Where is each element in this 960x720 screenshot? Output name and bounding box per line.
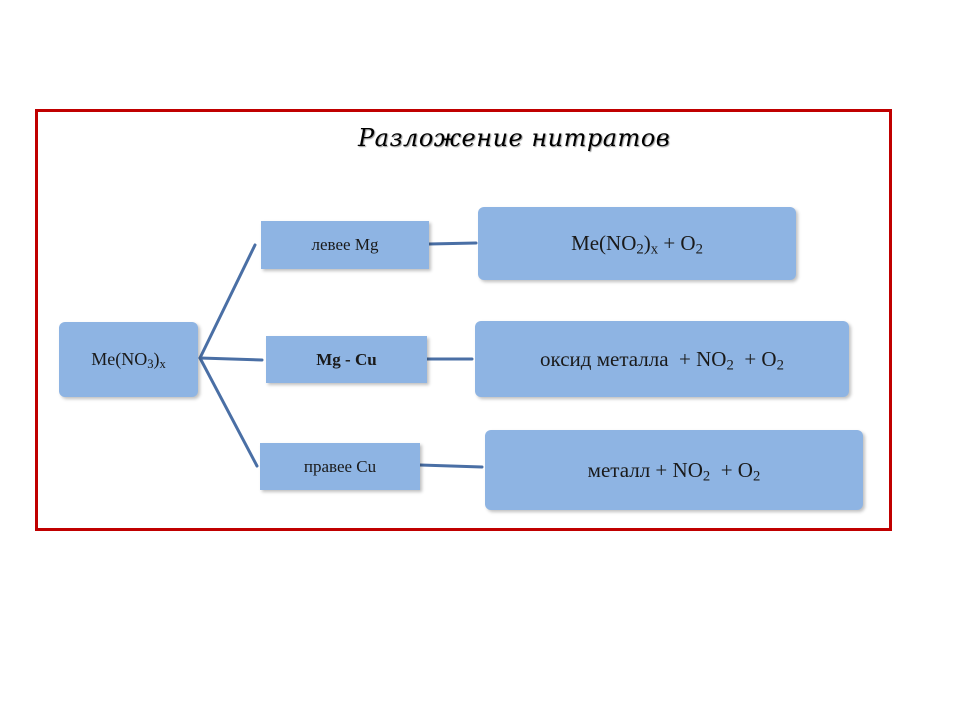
condition-box-mg-cu: Mg - Cu bbox=[266, 336, 427, 383]
result-box-right-of-cu: металл + NO2 + O2 bbox=[485, 430, 863, 510]
condition-label: левее Mg bbox=[311, 235, 379, 254]
connector-root-to-mg-cu bbox=[198, 356, 264, 362]
connector-root-to-left-of-mg bbox=[198, 243, 257, 360]
result-formula: оксид металла + NO2 + O2 bbox=[540, 346, 784, 374]
condition-box-left-of-mg: левее Mg bbox=[261, 221, 429, 269]
condition-label: правее Cu bbox=[303, 456, 377, 476]
condition-label: Mg - Cu bbox=[316, 349, 377, 369]
result-formula: металл + NO2 + O2 bbox=[587, 457, 761, 485]
result-formula: Me(NO2)x + O2 bbox=[571, 231, 703, 258]
root-formula: Me(NO3)x bbox=[91, 349, 166, 372]
result-box-mg-cu: оксид металла + NO2 + O2 bbox=[475, 321, 849, 397]
diagram-title: Разложение нитратов bbox=[358, 124, 671, 152]
connector-root-to-right-of-cu bbox=[198, 356, 259, 468]
condition-box-right-of-cu: правее Cu bbox=[260, 443, 420, 490]
diagram-frame bbox=[35, 109, 892, 531]
connector-left-of-mg-to-result bbox=[427, 241, 478, 246]
result-box-left-of-mg: Me(NO2)x + O2 bbox=[478, 207, 796, 280]
nitrate-root-box: Me(NO3)x bbox=[59, 322, 198, 397]
connector-right-of-cu-to-result bbox=[418, 463, 484, 469]
